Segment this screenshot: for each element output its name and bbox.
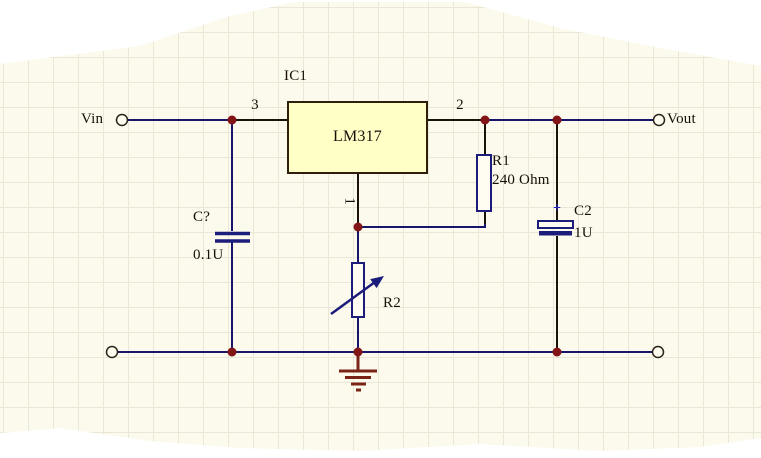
pin-stubs xyxy=(232,119,558,352)
ic1-pin2-number: 2 xyxy=(456,97,464,113)
c2-polarity-mark: + xyxy=(553,201,562,216)
junction-dot xyxy=(353,222,363,232)
r2-refdes-label: R2 xyxy=(383,295,401,311)
c2-value-label: 1U xyxy=(574,225,593,241)
r1-body[interactable] xyxy=(476,154,492,212)
c-input-symbol[interactable] xyxy=(215,231,250,243)
junction-dot xyxy=(227,347,237,357)
r1-value-label: 240 Ohm xyxy=(492,172,550,188)
ic1-body[interactable] xyxy=(287,101,428,174)
gnd-left-terminal[interactable] xyxy=(105,345,119,359)
terminals xyxy=(105,113,666,359)
wires[interactable] xyxy=(117,119,654,353)
ic1-pin3-number: 3 xyxy=(251,97,259,113)
vin-port-label: Vin xyxy=(81,111,104,127)
ic1-pin1-number: 1 xyxy=(341,197,358,206)
c2-refdes-label: C2 xyxy=(574,203,592,219)
junction-dot xyxy=(227,115,237,125)
vout-terminal[interactable] xyxy=(652,113,666,127)
junction-dots xyxy=(227,115,562,357)
junction-dot xyxy=(552,347,562,357)
c2-plate-top xyxy=(537,220,574,229)
junction-dot xyxy=(552,115,562,125)
r2-symbol[interactable] xyxy=(330,262,384,318)
vout-port-label: Vout xyxy=(667,111,696,127)
ic1-refdes-label: IC1 xyxy=(284,68,308,84)
gnd-right-terminal[interactable] xyxy=(651,345,665,359)
r1-refdes-label: R1 xyxy=(492,153,510,169)
ground-symbol[interactable] xyxy=(339,355,377,392)
ic1-part-label: LM317 xyxy=(333,128,382,145)
r2-arrowhead xyxy=(370,276,384,289)
c2-plate-bottom xyxy=(539,231,572,236)
c-input-value-label: 0.1U xyxy=(193,247,224,263)
c2-symbol[interactable] xyxy=(537,220,574,236)
r1-symbol[interactable] xyxy=(476,154,492,212)
wire-adjust[interactable] xyxy=(358,212,486,228)
r2-wiper-arrow xyxy=(330,280,376,316)
c-input-refdes-label: C? xyxy=(193,209,211,225)
vin-terminal[interactable] xyxy=(115,113,129,127)
ic1-symbol[interactable] xyxy=(287,101,428,174)
junction-dot xyxy=(353,347,363,357)
junction-dot xyxy=(480,115,490,125)
